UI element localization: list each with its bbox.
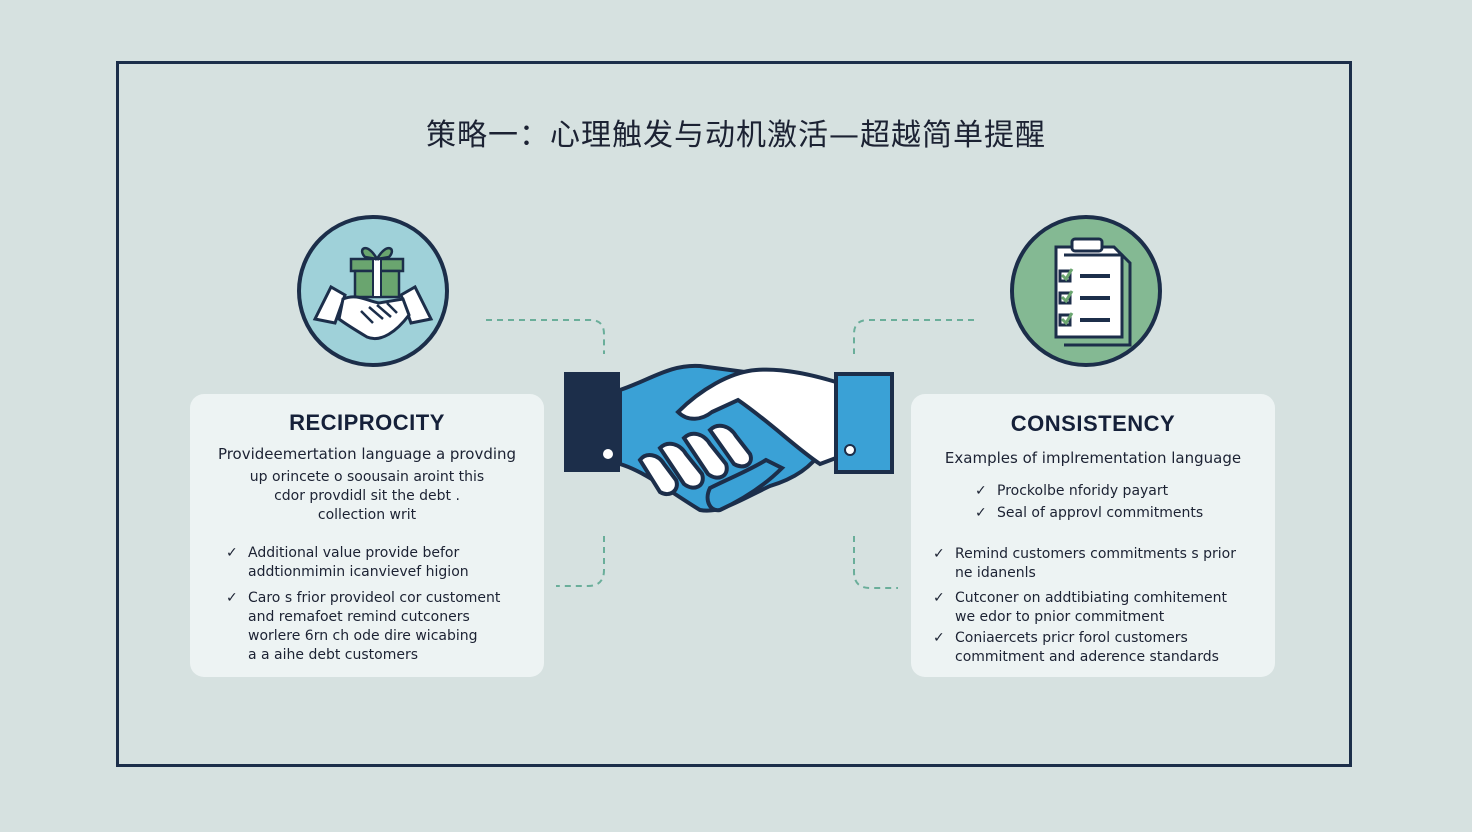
check-line: Coniaercets pricr forol customers bbox=[955, 630, 1188, 646]
consistency-check-item: ✓ Cutconer on addtibiating comhitement w… bbox=[933, 589, 1228, 627]
check-line: Remind customers commitments s prior bbox=[955, 546, 1236, 562]
reciprocity-desc-line: up orincete o soousain aroint this bbox=[249, 469, 485, 485]
check-icon: ✓ bbox=[975, 505, 987, 521]
consistency-top-check-item: ✓ Prockolbe nforidy payart bbox=[975, 482, 1169, 501]
gift-handshake-icon bbox=[312, 247, 434, 340]
check-line: Seal of approvl commitments bbox=[997, 505, 1204, 521]
consistency-title: CONSISTENCY bbox=[1010, 411, 1176, 436]
check-line: worlere 6rn ch ode dire wicabing bbox=[248, 628, 478, 644]
consistency-check-item: ✓ Coniaercets pricr forol customers comm… bbox=[933, 629, 1219, 667]
check-icon: ✓ bbox=[933, 546, 945, 562]
check-line: and remafoet remind cutconers bbox=[248, 609, 470, 625]
reciprocity-desc-line: cdor provdidl sit the debt . bbox=[274, 488, 460, 504]
slide-frame bbox=[116, 61, 1352, 767]
reciprocity-icon-circle bbox=[297, 215, 449, 367]
reciprocity-description: up orincete o soousain aroint this cdor … bbox=[190, 468, 544, 525]
check-icon: ✓ bbox=[226, 545, 238, 561]
reciprocity-desc-line: collection writ bbox=[317, 507, 417, 523]
right-dashed-connector bbox=[853, 319, 974, 589]
check-line: Caro s frior provideol cor customent bbox=[248, 590, 501, 606]
check-line: we edor to pnior commitment bbox=[955, 609, 1165, 625]
consistency-card: CONSISTENCY Examples of implrementation … bbox=[911, 394, 1275, 677]
reciprocity-check-item: ✓ Caro s frior provideol cor customent a… bbox=[226, 589, 501, 665]
check-line: ne idanenls bbox=[955, 565, 1036, 581]
check-icon: ✓ bbox=[975, 483, 987, 499]
consistency-subtitle: Examples of implrementation language bbox=[944, 449, 1242, 467]
reciprocity-subtitle: Provideemertation language a provding bbox=[217, 445, 517, 463]
consistency-check-item: ✓ Remind customers commitments s prior n… bbox=[933, 545, 1236, 583]
check-icon: ✓ bbox=[933, 630, 945, 646]
reciprocity-card: RECIPROCITY Provideemertation language a… bbox=[190, 394, 544, 677]
check-icon: ✓ bbox=[933, 590, 945, 606]
check-line: Cutconer on addtibiating comhitement bbox=[955, 590, 1228, 606]
check-icon: ✓ bbox=[226, 590, 238, 606]
check-line: a a aihe debt customers bbox=[248, 647, 419, 663]
check-line: Prockolbe nforidy payart bbox=[997, 483, 1169, 499]
consistency-icon-circle bbox=[1010, 215, 1162, 367]
left-dashed-connector bbox=[486, 319, 605, 587]
handshake-icon bbox=[564, 363, 894, 513]
check-line: addtionmimin icanvievef higion bbox=[248, 564, 469, 580]
reciprocity-title: RECIPROCITY bbox=[289, 410, 445, 435]
check-line: commitment and aderence standards bbox=[955, 649, 1219, 665]
page-title: 策略一：心理触发与动机激活—超越简单提醒 bbox=[426, 118, 1046, 153]
reciprocity-check-item: ✓ Additional value provide befor addtion… bbox=[226, 544, 469, 582]
check-line: Additional value provide befor bbox=[248, 545, 460, 561]
consistency-top-check-item: ✓ Seal of approvl commitments bbox=[975, 504, 1204, 523]
clipboard-checklist-icon bbox=[1054, 237, 1132, 347]
